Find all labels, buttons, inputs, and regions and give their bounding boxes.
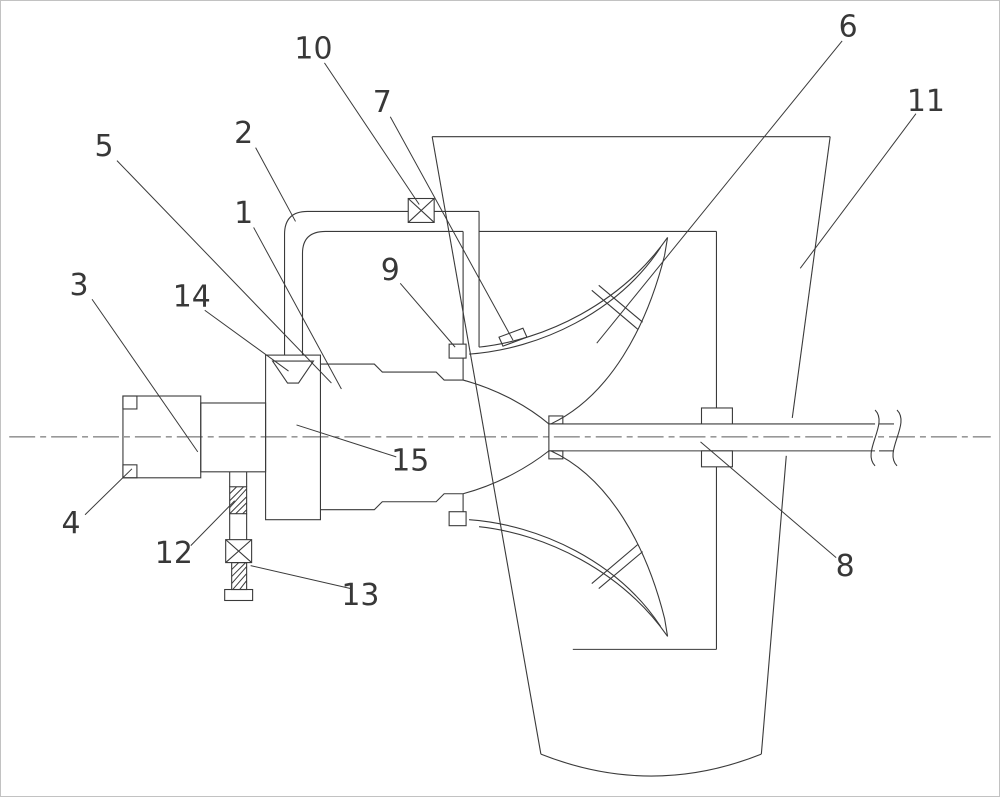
upper-blade-thickness-curve [469, 247, 662, 355]
drain-pipe-walls [229, 471, 248, 540]
part-label-15: 15 [391, 443, 429, 478]
inner-casing [479, 230, 718, 650]
runner-blade-lower [469, 450, 669, 637]
leader-line-4 [84, 468, 133, 516]
seal-top [448, 343, 467, 359]
shaft-break-line-2 [892, 409, 902, 467]
shaft-boss-bottom [700, 450, 733, 468]
upper-blade-surface-line-1 [591, 289, 639, 330]
pipe-outer-wall [283, 210, 480, 356]
lower-blade-outer-curve [478, 526, 669, 637]
blade-fitting [498, 327, 528, 347]
supply-pipe [283, 197, 480, 356]
flange-tab-top [122, 395, 138, 410]
leader-line-8 [700, 441, 837, 558]
shaft-boss-top [700, 407, 733, 425]
hub-nose-top [462, 379, 550, 425]
part-label-4: 4 [62, 506, 81, 541]
leader-line-5 [116, 160, 332, 384]
drain-valve-assembly [224, 471, 254, 602]
lower-blade-inner-curve [550, 450, 666, 619]
drain-valve-cross [225, 539, 252, 563]
part-label-5: 5 [94, 129, 113, 164]
leader-line-10 [324, 62, 420, 205]
shaft-collar-top [548, 415, 564, 425]
part-label-6: 6 [839, 9, 858, 44]
pipe-valve-cross-2 [407, 198, 435, 223]
leader-line-15 [296, 424, 397, 458]
upper-blade-surface-line-2 [598, 284, 643, 323]
part-label-8: 8 [836, 549, 855, 584]
cone-left-edge [431, 136, 542, 755]
seal-bottom [448, 511, 467, 527]
drain-base-flange [224, 588, 254, 602]
upper-blade-inner-curve [550, 255, 666, 425]
hub-profile-bottom [320, 493, 464, 511]
leader-line-13 [250, 565, 351, 590]
packing-hatch-lower [231, 562, 248, 590]
part-label-14: 14 [173, 280, 211, 315]
distributor-hub [265, 354, 322, 521]
flange-tab-bottom [122, 464, 138, 479]
part-label-11: 11 [907, 84, 945, 119]
leader-line-9 [399, 282, 456, 348]
lower-blade-surface-line-2 [598, 551, 643, 589]
leader-line-12 [190, 500, 236, 546]
packing-hatch-upper [229, 486, 248, 515]
leader-line-3 [91, 298, 199, 453]
part-label-9: 9 [381, 253, 400, 288]
leader-line-14 [204, 309, 289, 372]
part-label-13: 13 [341, 578, 379, 613]
cone-right-edge-lower [760, 455, 787, 755]
leader-line-2 [255, 147, 296, 222]
runner-hub [320, 348, 550, 526]
inlet-funnel [271, 360, 315, 384]
part-label-2: 2 [234, 116, 253, 151]
upper-blade-outer-curve [478, 237, 669, 348]
shaft-break-line-1 [870, 409, 880, 467]
leader-line-11 [799, 113, 917, 269]
part-label-12: 12 [155, 536, 193, 571]
outer-cone [431, 136, 831, 777]
cone-right-edge-upper [791, 136, 831, 419]
part-label-10: 10 [294, 31, 332, 66]
lower-blade-thickness-curve [469, 519, 662, 627]
part-label-7: 7 [373, 85, 392, 120]
leader-line-6 [596, 40, 843, 344]
runner-blade-upper [469, 237, 669, 425]
hub-block [265, 354, 322, 521]
cone-bell-bottom [540, 753, 762, 777]
pipe-inner-wall [301, 230, 464, 356]
upper-blade-tip-edge [664, 237, 669, 256]
leader-line-1 [253, 227, 342, 390]
hub-profile-top [320, 363, 464, 381]
lower-blade-tip-edge [664, 618, 669, 637]
part-label-3: 3 [70, 268, 89, 303]
part-label-1: 1 [234, 196, 253, 231]
leader-line-7 [389, 116, 514, 341]
lower-blade-surface-line-1 [591, 544, 639, 584]
shaft-collar-bottom [548, 450, 564, 460]
hub-nose-bottom [462, 450, 550, 495]
